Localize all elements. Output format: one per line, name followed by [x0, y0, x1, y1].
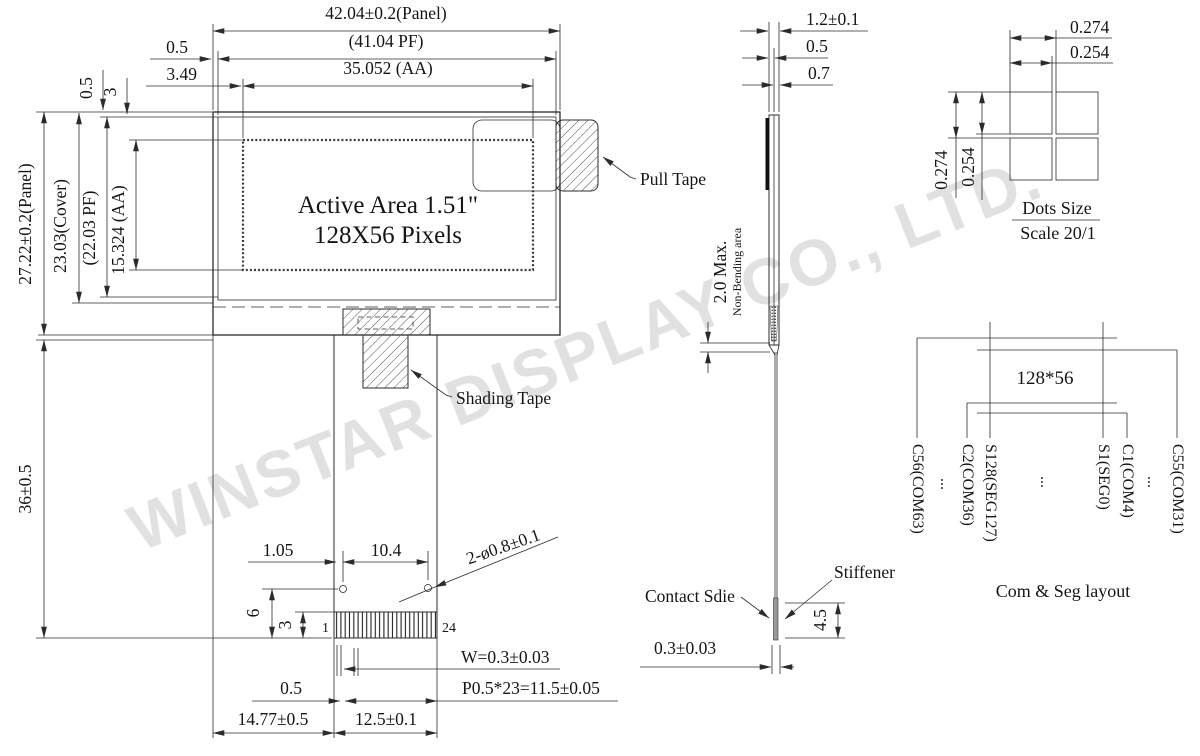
com-seg-layout: 128*56 C56(COM63) ... C2(COM36) S128(SEG…	[909, 322, 1186, 601]
front-bottom-dimensions: 1.05 10.4 2-ø0.8±0.1 6 3 W=0.3±0.03	[212, 335, 618, 738]
dim-pin-width: W=0.3±0.03	[461, 647, 550, 667]
dim-cover-height: 23.03(Cover)	[50, 179, 70, 273]
pin-24-label: 24	[442, 621, 456, 636]
pin-label-c2: C2(COM36)	[959, 444, 976, 526]
shading-tape-hatch	[342, 308, 431, 389]
non-bending-dimension: 2.0 Max. Non-Bending area	[700, 227, 770, 373]
dim-tail-length: 36±0.5	[15, 464, 35, 513]
pin-label-c55: C55(COM31)	[1169, 444, 1186, 534]
dim-panel-thickness: 0.7	[808, 63, 830, 83]
dots-size-detail: 0.274 0.254 0.274 0.254 Dots Size Scale …	[931, 17, 1113, 243]
pull-tape-window	[472, 119, 561, 192]
side-top-dimensions: 1.2±0.1 0.5 0.7	[740, 9, 868, 112]
front-top-dimensions: 42.04±0.2(Panel) (41.04 PF) 0.5 35.052 (…	[36, 3, 561, 138]
dim-dot-pitch-y: 0.274	[931, 150, 951, 190]
contact-side-label: Contact Sdie	[645, 586, 735, 606]
dim-hole-pitch: 10.4	[371, 540, 402, 560]
active-area-size-label: Active Area 1.51"	[298, 192, 478, 219]
front-left-dimensions: 27.22±0.2(Panel) 23.03(Cover) (22.03 PF)…	[15, 111, 332, 639]
dim-cover-offset-y: 0.5	[76, 77, 96, 99]
side-bottom-dimensions: Contact Sdie Stiffener 4.5 0.3±0.03	[640, 562, 895, 674]
dim-dot-size-x: 0.254	[1070, 42, 1110, 62]
dim-pf-height: (22.03 PF)	[79, 190, 99, 265]
pull-tape-label: Pull Tape	[640, 169, 706, 189]
pin-label-c56: C56(COM63)	[909, 444, 926, 534]
dim-aa-offset-x: 3.49	[166, 64, 197, 84]
dim-hole-offset: 1.05	[263, 540, 294, 560]
dim-pf-width: (41.04 PF)	[349, 31, 424, 51]
dim-aa-height: 15.324 (AA)	[108, 185, 128, 275]
shading-tape-slot	[357, 316, 414, 330]
taper-left	[768, 344, 776, 356]
dim-dot-pitch-x: 0.274	[1070, 17, 1110, 37]
dim-aa-offset-y: 3	[100, 87, 120, 96]
stiffener-profile	[773, 597, 779, 641]
dim-edge-gap: 0.5	[280, 678, 302, 698]
dim-panel-height: 27.22±0.2(Panel)	[15, 163, 35, 285]
ellipsis-left: ...	[937, 478, 954, 490]
front-view: Active Area 1.51" 128X56 Pixels Pull Tap…	[15, 3, 706, 738]
dim-holes-diameter: 2-ø0.8±0.1	[464, 524, 543, 568]
dim-cover-thickness: 0.5	[806, 36, 828, 56]
dim-aa-width: 35.052 (AA)	[343, 58, 433, 78]
pull-tape-leader	[602, 156, 637, 180]
active-area-pixels-label: 128X56 Pixels	[314, 222, 462, 249]
resolution-label: 128*56	[1017, 368, 1074, 389]
cover-outline	[217, 116, 557, 301]
dim-pf-offset-x: 0.5	[166, 37, 188, 57]
dim-stiffener-height: 4.5	[810, 609, 830, 631]
mounting-hole-left	[339, 585, 347, 593]
bonding-taper	[769, 305, 779, 342]
connector-pins	[333, 611, 438, 639]
dim-hole-to-bottom: 6	[243, 608, 263, 617]
dim-tail-width: 12.5±0.1	[355, 709, 417, 729]
dim-fpc-thickness: 0.3±0.03	[654, 638, 716, 658]
pin-1-label: 1	[322, 621, 329, 636]
dim-tail-offset: 14.77±0.5	[238, 709, 309, 729]
dim-bend-max: 2.0 Max.	[710, 241, 730, 304]
dim-pin-height: 3	[275, 620, 295, 629]
dim-total-thickness: 1.2±0.1	[806, 9, 859, 29]
pin-label-c1: C1(COM4)	[1119, 444, 1136, 518]
dots-size-title: Dots Size	[1022, 198, 1092, 218]
dim-dot-size-y: 0.254	[958, 147, 978, 187]
pin-label-s1: S1(SEG0)	[1095, 444, 1112, 510]
pull-tape-hatch	[555, 119, 599, 192]
active-area-outline	[241, 138, 535, 272]
dim-panel-width: 42.04±0.2(Panel)	[325, 3, 447, 23]
ellipsis-right: ...	[1144, 476, 1161, 488]
dots-size-scale: Scale 20/1	[1020, 223, 1095, 243]
shading-tape-leader	[410, 369, 453, 398]
dim-pin-pitch: P0.5*23=11.5±0.05	[462, 678, 600, 698]
side-pull-tape	[765, 118, 769, 190]
shading-tape-label: Shading Tape	[456, 388, 551, 408]
mounting-hole-right	[424, 584, 432, 592]
ellipsis-middle: ...	[1037, 476, 1054, 488]
com-seg-caption: Com & Seg layout	[996, 581, 1131, 601]
side-view: 1.2±0.1 0.5 0.7 2.0 Max. Non-Bending are…	[640, 9, 895, 674]
pin-label-s128: S128(SEG127)	[982, 444, 999, 542]
stiffener-label: Stiffener	[834, 562, 895, 582]
non-bending-area-label: Non-Bending area	[730, 227, 744, 316]
